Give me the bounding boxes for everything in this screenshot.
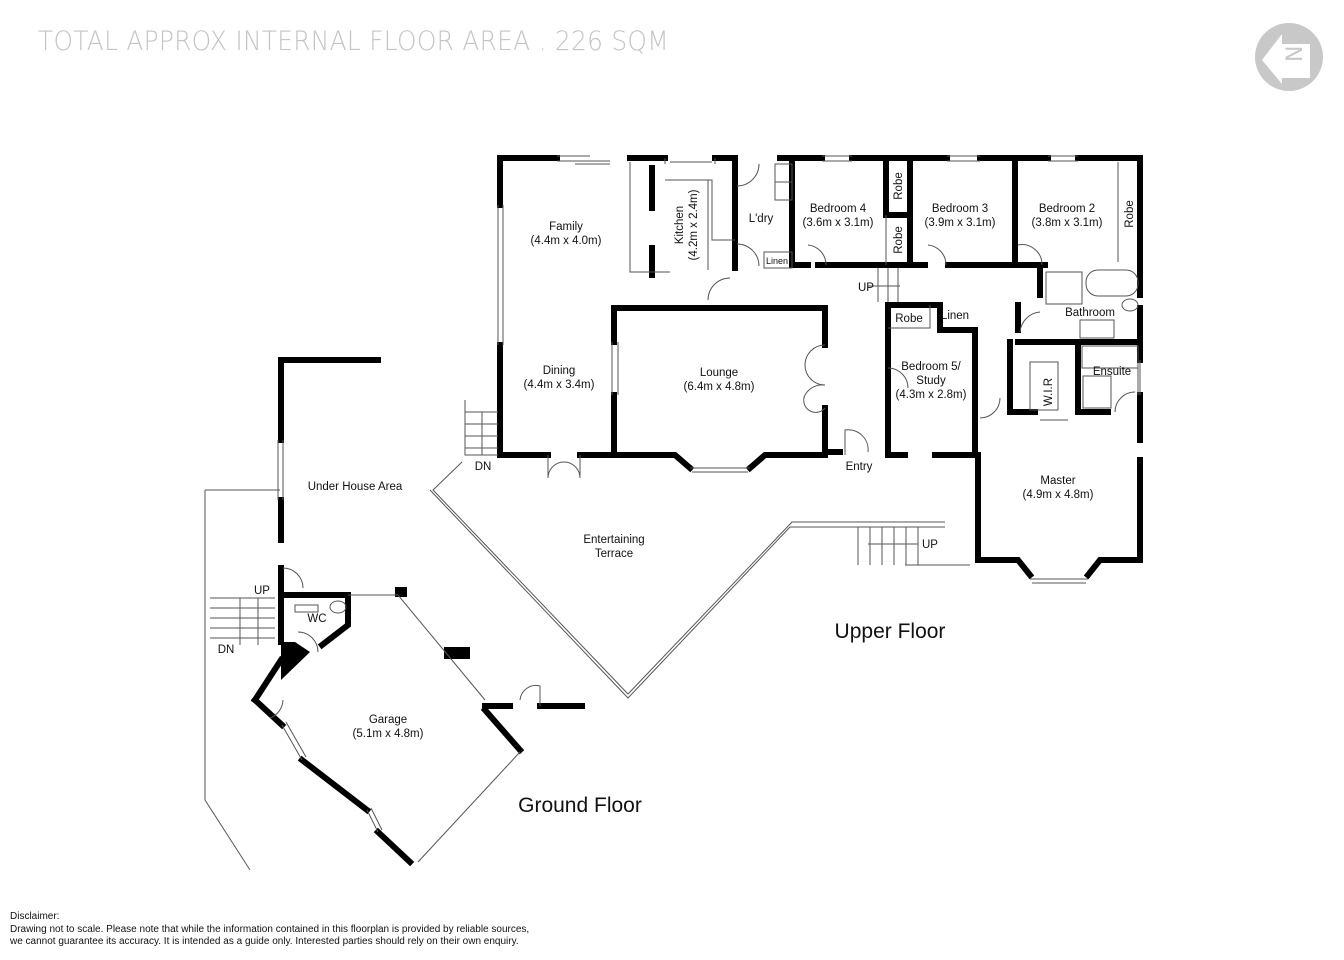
room-wc-name: WC — [307, 613, 326, 625]
room-family-size: (4.4m x 4.0m) — [531, 235, 602, 247]
room-garage-size: (5.1m x 4.8m) — [353, 728, 424, 740]
room-kitchen-name: Kitchen — [674, 206, 686, 244]
room-terrace-name-2: Terrace — [595, 548, 633, 560]
room-bedroom5-size: (4.3m x 2.8m) — [896, 389, 967, 401]
room-linen-2-name: Linen — [941, 310, 969, 322]
room-linen-1-name: Linen — [766, 256, 788, 266]
room-lounge-size: (6.4m x 4.8m) — [684, 381, 755, 393]
stair-dn-ground: DN — [218, 644, 235, 656]
north-arrow-icon: N — [1255, 23, 1323, 91]
room-robe-4-name: Robe — [895, 313, 923, 325]
room-family-name: Family — [549, 221, 583, 233]
disclaimer-line-2: we cannot guarantee its accuracy. It is … — [10, 936, 519, 947]
stair-up-ground: UP — [254, 585, 270, 597]
room-entry-name: Entry — [846, 461, 873, 473]
room-dining-size: (4.4m x 3.4m) — [524, 379, 595, 391]
room-bedroom5-study: Study — [916, 375, 946, 387]
room-terrace-name: Entertaining — [583, 534, 644, 546]
stair-up-1: UP — [858, 282, 874, 294]
room-ensuite-name: Ensuite — [1093, 366, 1131, 378]
stair-up-2: UP — [922, 539, 938, 551]
room-bedroom4-name: Bedroom 4 — [810, 203, 867, 215]
total-floor-area-title: TOTAL APPROX INTERNAL FLOOR AREA . 226 S… — [38, 26, 669, 57]
stair-dn-1: DN — [475, 461, 492, 473]
room-kitchen-size: (4.2m x 2.4m) — [688, 189, 700, 260]
room-bathroom-name: Bathroom — [1065, 307, 1115, 319]
room-bedroom4-size: (3.6m x 3.1m) — [803, 217, 874, 229]
room-robe-1-name: Robe — [893, 172, 905, 200]
room-laundry-name: L'dry — [749, 213, 774, 225]
room-under-house-name: Under House Area — [308, 481, 403, 493]
room-robe-2-name: Robe — [893, 226, 905, 254]
room-dining-name: Dining — [543, 365, 576, 377]
upper-floor-thin-lines — [429, 155, 1141, 699]
room-bedroom3-name: Bedroom 3 — [932, 203, 988, 215]
room-master-size: (4.9m x 4.8m) — [1023, 489, 1094, 501]
room-bedroom2-name: Bedroom 2 — [1039, 203, 1095, 215]
upper-floor-walls — [497, 155, 1143, 580]
room-wir-name: W.I.R — [1043, 378, 1055, 406]
disclaimer-line-1: Drawing not to scale. Please note that w… — [10, 923, 530, 935]
room-bedroom3-size: (3.9m x 3.1m) — [925, 217, 996, 229]
room-bedroom2-size: (3.8m x 3.1m) — [1032, 217, 1103, 229]
room-robe-3-name: Robe — [1124, 200, 1136, 228]
room-bedroom5-name: Bedroom 5/ — [901, 361, 961, 373]
disclaimer-heading: Disclaimer: — [10, 911, 60, 922]
disclaimer: Disclaimer: Drawing not to scale. Please… — [10, 911, 610, 949]
compass-letter: N — [1283, 46, 1308, 62]
room-lounge-name: Lounge — [700, 367, 738, 379]
ground-floor-walls — [250, 357, 585, 867]
upper-floor-label: Upper Floor — [835, 620, 946, 643]
room-garage-name: Garage — [369, 714, 407, 726]
ground-floor-thin-lines — [204, 440, 541, 871]
room-labels: Family (4.4m x 4.0m) Kitchen (4.2m x 2.4… — [218, 172, 1136, 740]
ground-floor-label: Ground Floor — [518, 794, 642, 817]
room-master-name: Master — [1040, 475, 1075, 487]
